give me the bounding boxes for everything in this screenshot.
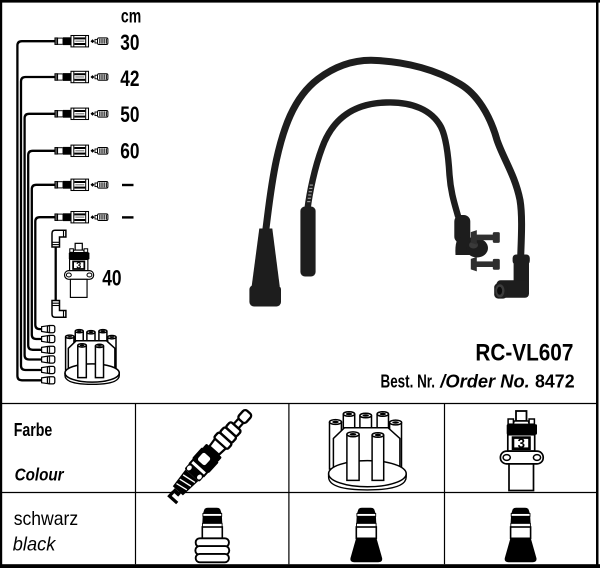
svg-text:42: 42	[120, 66, 139, 91]
svg-text:60: 60	[120, 139, 139, 164]
svg-text:RC-VL607: RC-VL607	[475, 340, 573, 367]
svg-text:30: 30	[120, 30, 139, 55]
svg-text:Farbe: Farbe	[14, 420, 53, 440]
svg-text:/Order No.: /Order No.	[439, 370, 529, 391]
svg-text:8472: 8472	[535, 370, 575, 391]
svg-text:schwarz: schwarz	[14, 508, 79, 530]
svg-text:Best. Nr.: Best. Nr.	[381, 370, 436, 391]
svg-text:black: black	[13, 534, 57, 556]
svg-text:50: 50	[120, 102, 139, 127]
svg-text:Colour: Colour	[15, 464, 65, 484]
svg-text:40: 40	[102, 266, 121, 291]
svg-text:cm: cm	[121, 5, 141, 27]
